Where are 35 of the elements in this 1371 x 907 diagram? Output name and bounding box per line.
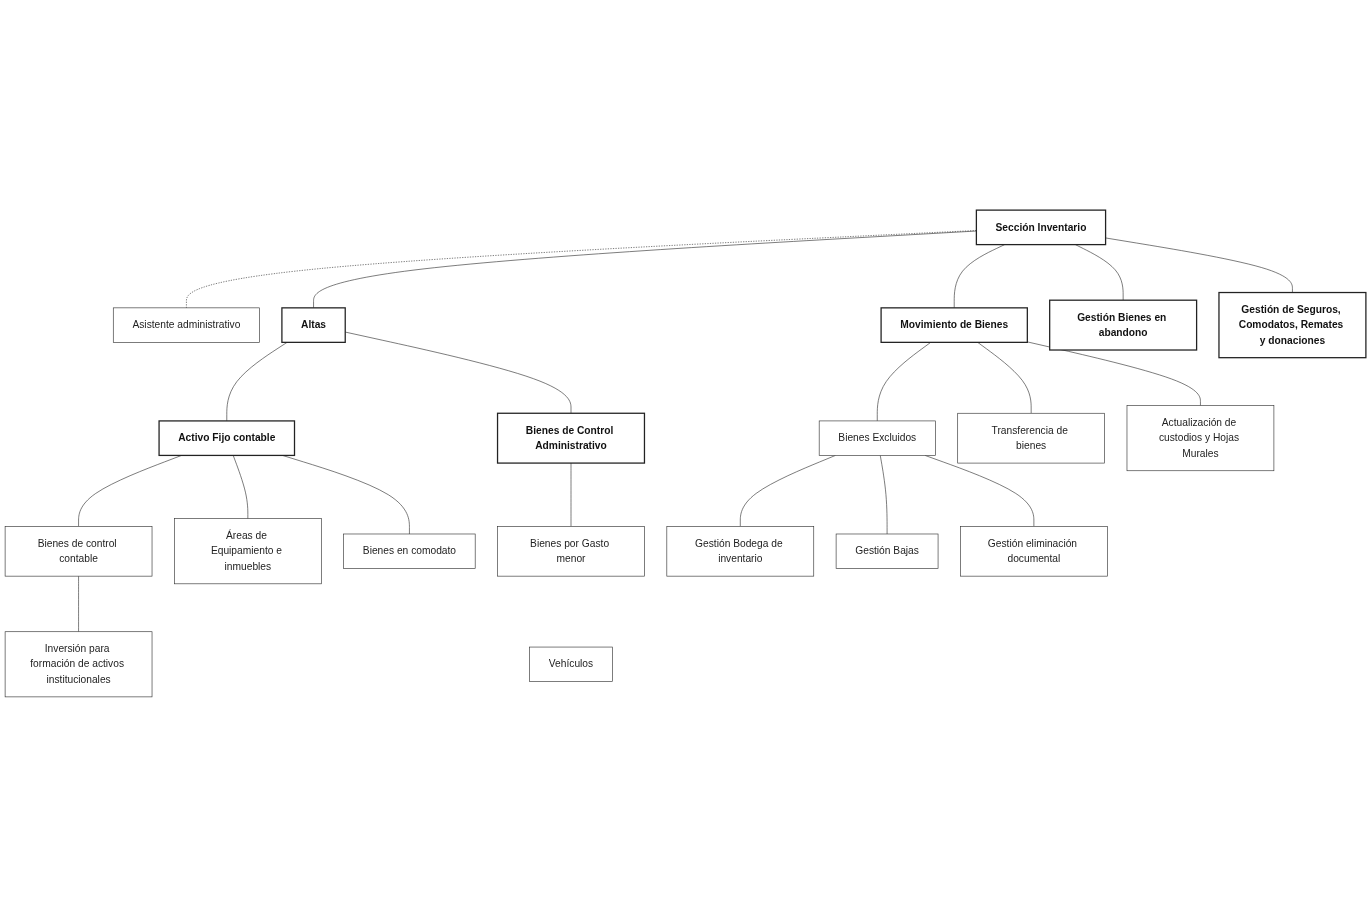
node-box: Gestión Bajas: [835, 533, 939, 569]
connector: [313, 230, 977, 309]
node-box: Bienes de control contable: [4, 526, 153, 577]
node-box: Gestión de Seguros, Comodatos, Remates y donaciones: [1218, 291, 1367, 359]
node-box: Altas: [281, 307, 346, 343]
connector: [953, 244, 1005, 309]
node-box: Bienes Excluidos: [818, 420, 936, 456]
node-box: Transferencia de bienes: [957, 412, 1105, 464]
connector: [739, 455, 836, 527]
connector: [879, 455, 888, 535]
connector: [876, 342, 932, 422]
connector: [570, 462, 572, 527]
node-box: Vehículos: [529, 646, 613, 682]
connector: [1105, 237, 1293, 293]
connector: [186, 230, 977, 309]
node-box: Gestión Bodega de inventario: [666, 526, 815, 577]
node-box: Actualización de custodios y Hojas Murales: [1126, 405, 1275, 472]
connector: [78, 455, 182, 527]
connector: [226, 342, 288, 422]
node-box: Sección Inventario: [975, 209, 1107, 246]
node-box: Asistente administrativo: [112, 307, 260, 343]
node-box: Activo Fijo contable: [158, 420, 296, 457]
node-box: Gestión eliminación documental: [960, 526, 1108, 577]
node-box: Bienes de Control Administrativo: [496, 412, 646, 464]
node-box: Inversión para formación de activos institucionales: [4, 631, 153, 698]
connector: [232, 455, 249, 519]
connector: [78, 575, 79, 633]
connector: [1027, 341, 1201, 406]
node-box: Movimiento de Bienes: [880, 307, 1028, 343]
connector: [977, 342, 1032, 414]
connector: [1075, 244, 1124, 301]
node-box: Bienes en comodato: [343, 533, 476, 569]
node-box: Gestión Bienes en abandono: [1049, 299, 1198, 351]
node-box: Áreas de Equipamiento e inmuebles: [174, 518, 322, 585]
node-box: Bienes por Gasto menor: [497, 526, 645, 577]
